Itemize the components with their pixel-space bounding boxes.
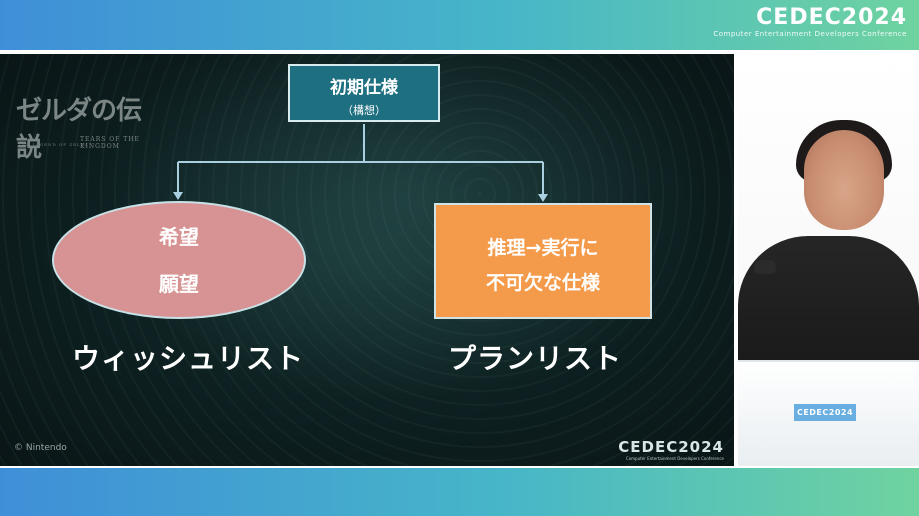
event-logo-subtitle: Computer Entertainment Developers Confer…	[713, 30, 907, 38]
diagram-connectors	[173, 124, 548, 202]
game-logo-en-left: THE LEGEND OF ZELDA	[18, 142, 89, 147]
speaker-face	[804, 130, 884, 230]
slide-event-logo-title: CEDEC2024	[618, 438, 724, 456]
copyright-notice: © Nintendo	[14, 443, 67, 453]
game-logo-en-right: TEARS OF THE KINGDOM	[80, 136, 140, 150]
top-banner: CEDEC2024 Computer Entertainment Develop…	[0, 0, 919, 48]
slide-event-logo: CEDEC2024 Computer Entertainment Develop…	[618, 438, 724, 461]
planlist-label: プランリスト	[448, 342, 623, 375]
initial-spec-subtitle: （構想）	[342, 104, 386, 117]
plan-box: 推理→実行に 不可欠な仕様	[434, 203, 652, 319]
arrowhead-right	[538, 194, 548, 202]
initial-spec-box: 初期仕様 （構想）	[288, 64, 440, 122]
arrowhead-left	[173, 192, 183, 200]
wish-oval-line2: 願望	[159, 272, 199, 296]
bottom-banner	[0, 468, 919, 516]
event-logo: CEDEC2024 Computer Entertainment Develop…	[713, 5, 907, 39]
wish-oval-line1: 希望	[159, 225, 199, 249]
plan-box-line2: 不可欠な仕様	[485, 272, 600, 294]
event-logo-title: CEDEC2024	[756, 5, 907, 30]
wishlist-label: ウィッシュリスト	[72, 342, 305, 375]
microphone-icon	[754, 260, 776, 274]
plan-box-line1: 推理→実行に	[487, 237, 599, 259]
wish-oval: 希望 願望	[52, 201, 306, 319]
game-logo-jp: ゼルダの伝説	[16, 96, 142, 163]
podium-logo: CEDEC2024	[794, 404, 856, 421]
initial-spec-title: 初期仕様	[330, 78, 398, 98]
game-logo: ゼルダの伝説 THE LEGEND OF ZELDA TEARS OF THE …	[16, 90, 162, 163]
presentation-slide: ゼルダの伝説 THE LEGEND OF ZELDA TEARS OF THE …	[0, 54, 734, 466]
slide-event-logo-subtitle: Computer Entertainment Developers Confer…	[625, 456, 724, 461]
speaker-body	[738, 236, 919, 366]
